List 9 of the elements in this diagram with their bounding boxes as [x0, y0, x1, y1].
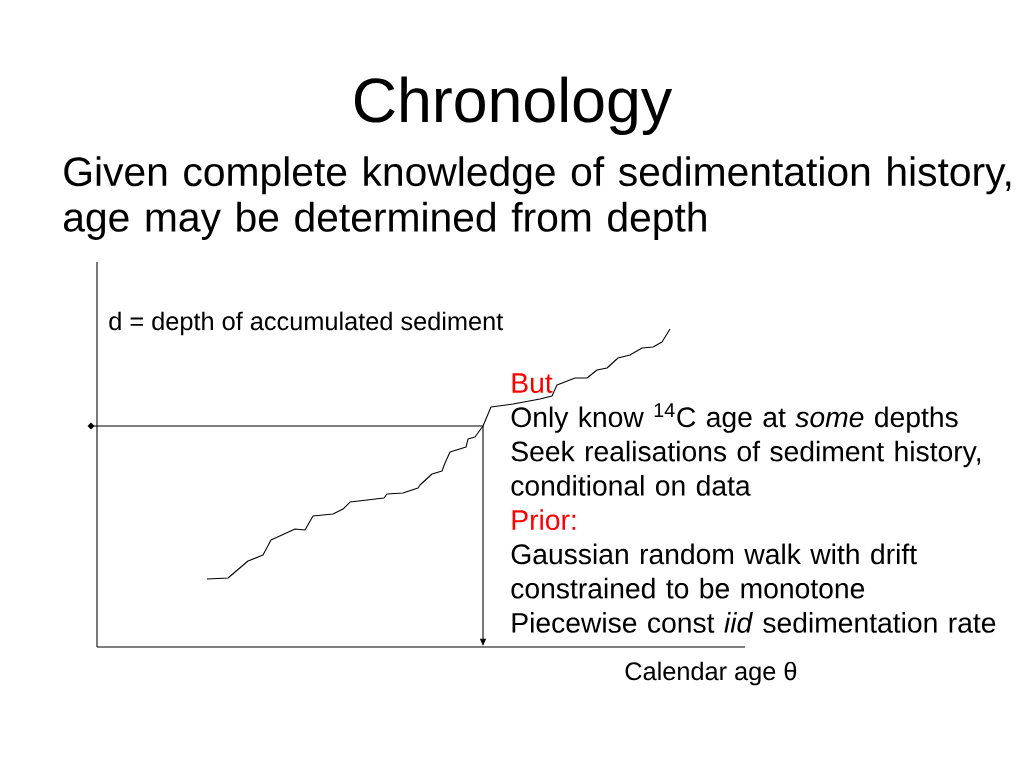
note-text: Seek realisations of sediment history, conditional on data	[511, 440, 981, 496]
axis-label: Calendar age θ	[625, 661, 797, 686]
note-heading: Prior:	[512, 509, 576, 531]
note-text: Piecewise const iid sedimentation rate	[512, 612, 996, 633]
title: Chronology	[354, 76, 673, 135]
axis-label: d = depth of accumulated sediment	[109, 311, 504, 336]
subtitle: Given complete knowledge of sedimentation history, age may be determined from depth	[64, 156, 1011, 240]
note-text: Only know $^{14}$C age at some depths	[511, 403, 958, 433]
note-heading: But	[512, 373, 553, 393]
